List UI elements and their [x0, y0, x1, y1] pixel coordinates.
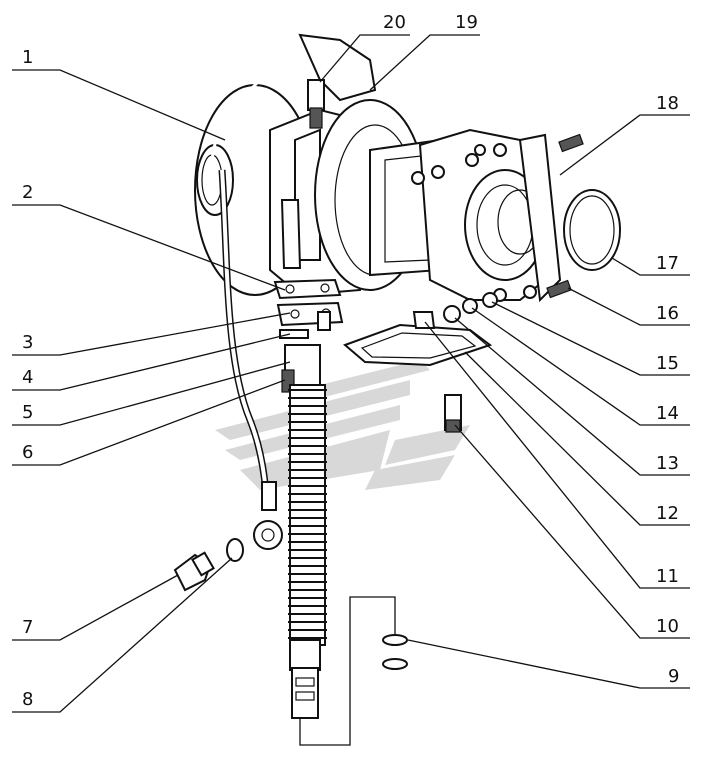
- callout-2: 2: [22, 182, 33, 203]
- callout-19: 19: [455, 12, 478, 33]
- callout-12: 12: [656, 503, 679, 524]
- drain-hose: [281, 344, 327, 719]
- callout-15: 15: [656, 353, 679, 374]
- callout-13: 13: [656, 453, 679, 474]
- clamp-ring: [518, 133, 562, 303]
- ring-4: [279, 329, 309, 339]
- gasket-2: [273, 278, 342, 300]
- callout-10: 10: [656, 616, 679, 637]
- banjo-fitting: [253, 520, 283, 550]
- banjo-bolt-assembly: [173, 538, 244, 592]
- gasket-12: [343, 323, 493, 367]
- callout-9: 9: [668, 666, 679, 687]
- o-ring-kit-9: [299, 596, 408, 746]
- turbocharger-assembly: [194, 29, 562, 303]
- callout-3: 3: [22, 332, 33, 353]
- outlet-hardware: [343, 133, 621, 433]
- callout-11: 11: [656, 566, 679, 587]
- callout-16: 16: [656, 303, 679, 324]
- callout-14: 14: [656, 403, 679, 424]
- callout-7: 7: [22, 617, 33, 638]
- callout-4: 4: [22, 367, 33, 388]
- o-ring-9b: [382, 658, 408, 670]
- o-ring-9a: [382, 634, 408, 646]
- callout-17: 17: [656, 253, 679, 274]
- callout-5: 5: [22, 402, 33, 423]
- nut-11: [412, 311, 436, 329]
- drain-gaskets: [273, 278, 344, 339]
- leader-lines: [12, 34, 690, 713]
- callout-20: 20: [383, 12, 406, 33]
- callout-18: 18: [656, 93, 679, 114]
- washer-15: [482, 292, 498, 308]
- corrugated-hose: [289, 384, 326, 646]
- fitting-20: [307, 79, 325, 111]
- nut-14: [462, 298, 478, 314]
- callout-8: 8: [22, 689, 33, 710]
- callout-labels: 1 2 3 4 5 6 7 8 9 10 11 12 13 14 15 16 1…: [22, 12, 679, 710]
- washer-8: [226, 538, 244, 562]
- o-ring-17: [563, 189, 621, 271]
- bolt-top: [558, 133, 584, 153]
- callout-6: 6: [22, 442, 33, 463]
- callout-1: 1: [22, 47, 33, 68]
- bolt-16: [546, 279, 572, 299]
